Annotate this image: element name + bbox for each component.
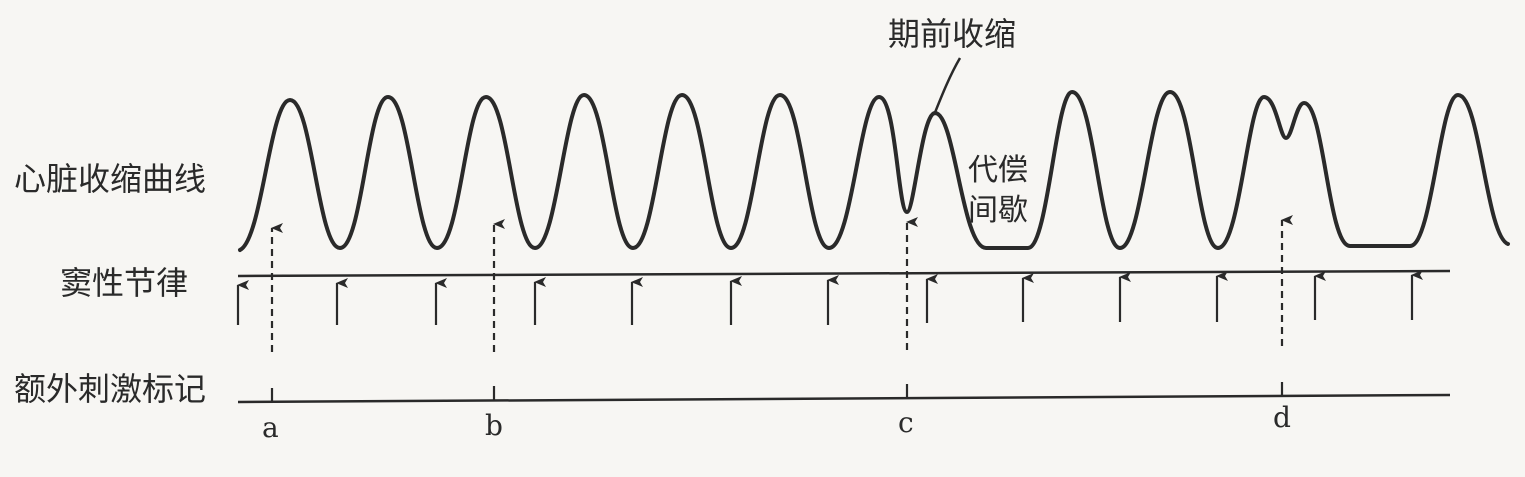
compensatory-pause-label-line2: 间歇 (968, 193, 1028, 228)
row-label-contraction-curve: 心脏收缩曲线 (14, 160, 206, 198)
contraction-curve (238, 90, 1510, 252)
stimulus-mark-c: c (898, 406, 914, 439)
premature-contraction-pointer (932, 57, 962, 116)
stimulus-mark-a: a (262, 411, 279, 444)
stimulus-mark-d: d (1273, 401, 1291, 434)
stimulus-line (237, 393, 1451, 404)
row-label-sinus-rhythm: 窦性节律 (60, 264, 188, 302)
compensatory-pause-label-line1: 代偿 (968, 153, 1028, 188)
stimulus-ticks (270, 382, 1284, 402)
sinus-rhythm-line (237, 269, 1451, 278)
sinus-arrows (236, 270, 1423, 325)
row-label-extra-stimulus: 额外刺激标记 (14, 370, 206, 408)
stimulus-arrows (270, 215, 1293, 352)
premature-contraction-label: 期前收缩 (888, 15, 1016, 53)
stimulus-mark-b: b (485, 409, 503, 442)
